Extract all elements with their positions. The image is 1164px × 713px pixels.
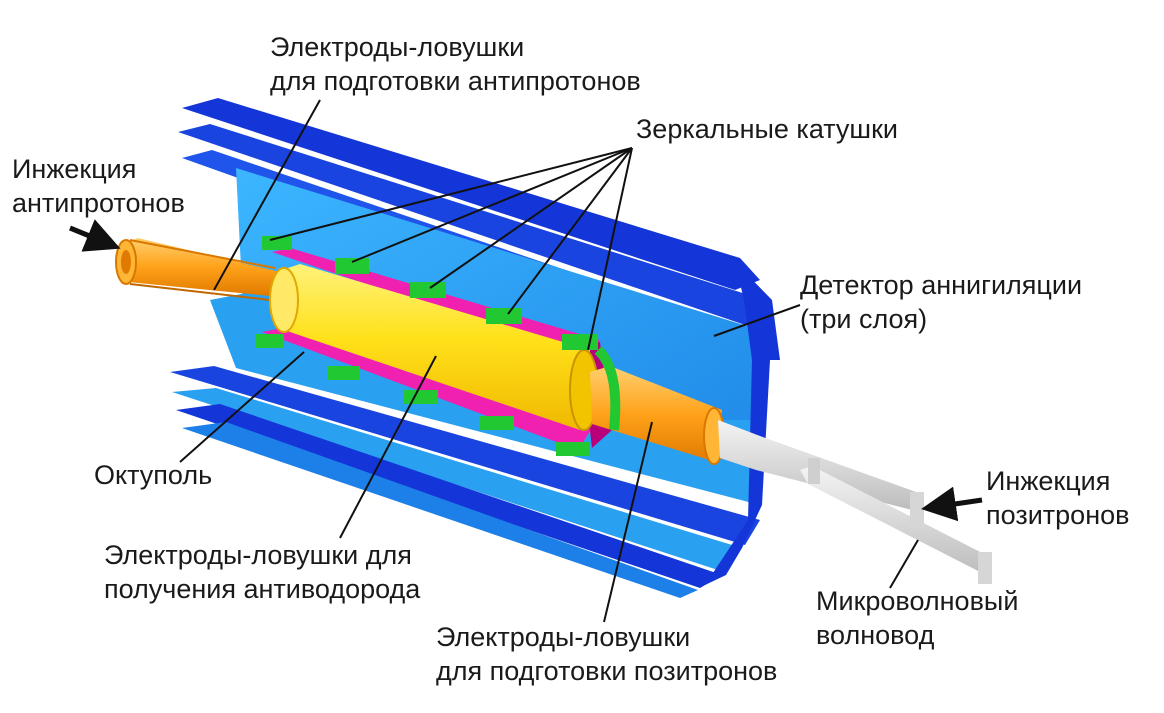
mirror-coil-5 bbox=[562, 334, 598, 350]
mirror-coil-b4 bbox=[480, 416, 514, 430]
mirror-coil-2 bbox=[335, 258, 369, 274]
label-antihydrogen-electrodes: Электроды-ловушки для получения антиводо… bbox=[104, 538, 420, 606]
mirror-coil-b5 bbox=[556, 442, 590, 456]
label-annihilation-detector: Детектор аннигиляции (три слоя) bbox=[800, 268, 1082, 336]
mirror-coil-b1 bbox=[256, 334, 284, 348]
mirror-coil-4 bbox=[486, 308, 522, 324]
label-octupole: Октуполь bbox=[94, 458, 212, 492]
leader-waveguide bbox=[890, 540, 918, 588]
antiproton-injection-arrow bbox=[70, 228, 114, 246]
mirror-coil-b3 bbox=[404, 390, 438, 404]
label-antiproton-injection: Инжекция антипротонов bbox=[12, 152, 185, 220]
label-positron-electrodes: Электроды-ловушки для подготовки позитро… bbox=[436, 620, 777, 688]
label-mirror-coils: Зеркальные катушки bbox=[636, 112, 898, 146]
positron-injection-arrow bbox=[928, 500, 982, 508]
mirror-coil-3 bbox=[410, 282, 446, 298]
label-positron-injection: Инжекция позитронов bbox=[986, 464, 1129, 532]
label-microwave-guide: Микроволновый волновод bbox=[816, 584, 1018, 652]
mirror-coil-b2 bbox=[328, 366, 360, 380]
label-antiproton-electrodes: Электроды-ловушки для подготовки антипро… bbox=[270, 30, 641, 98]
